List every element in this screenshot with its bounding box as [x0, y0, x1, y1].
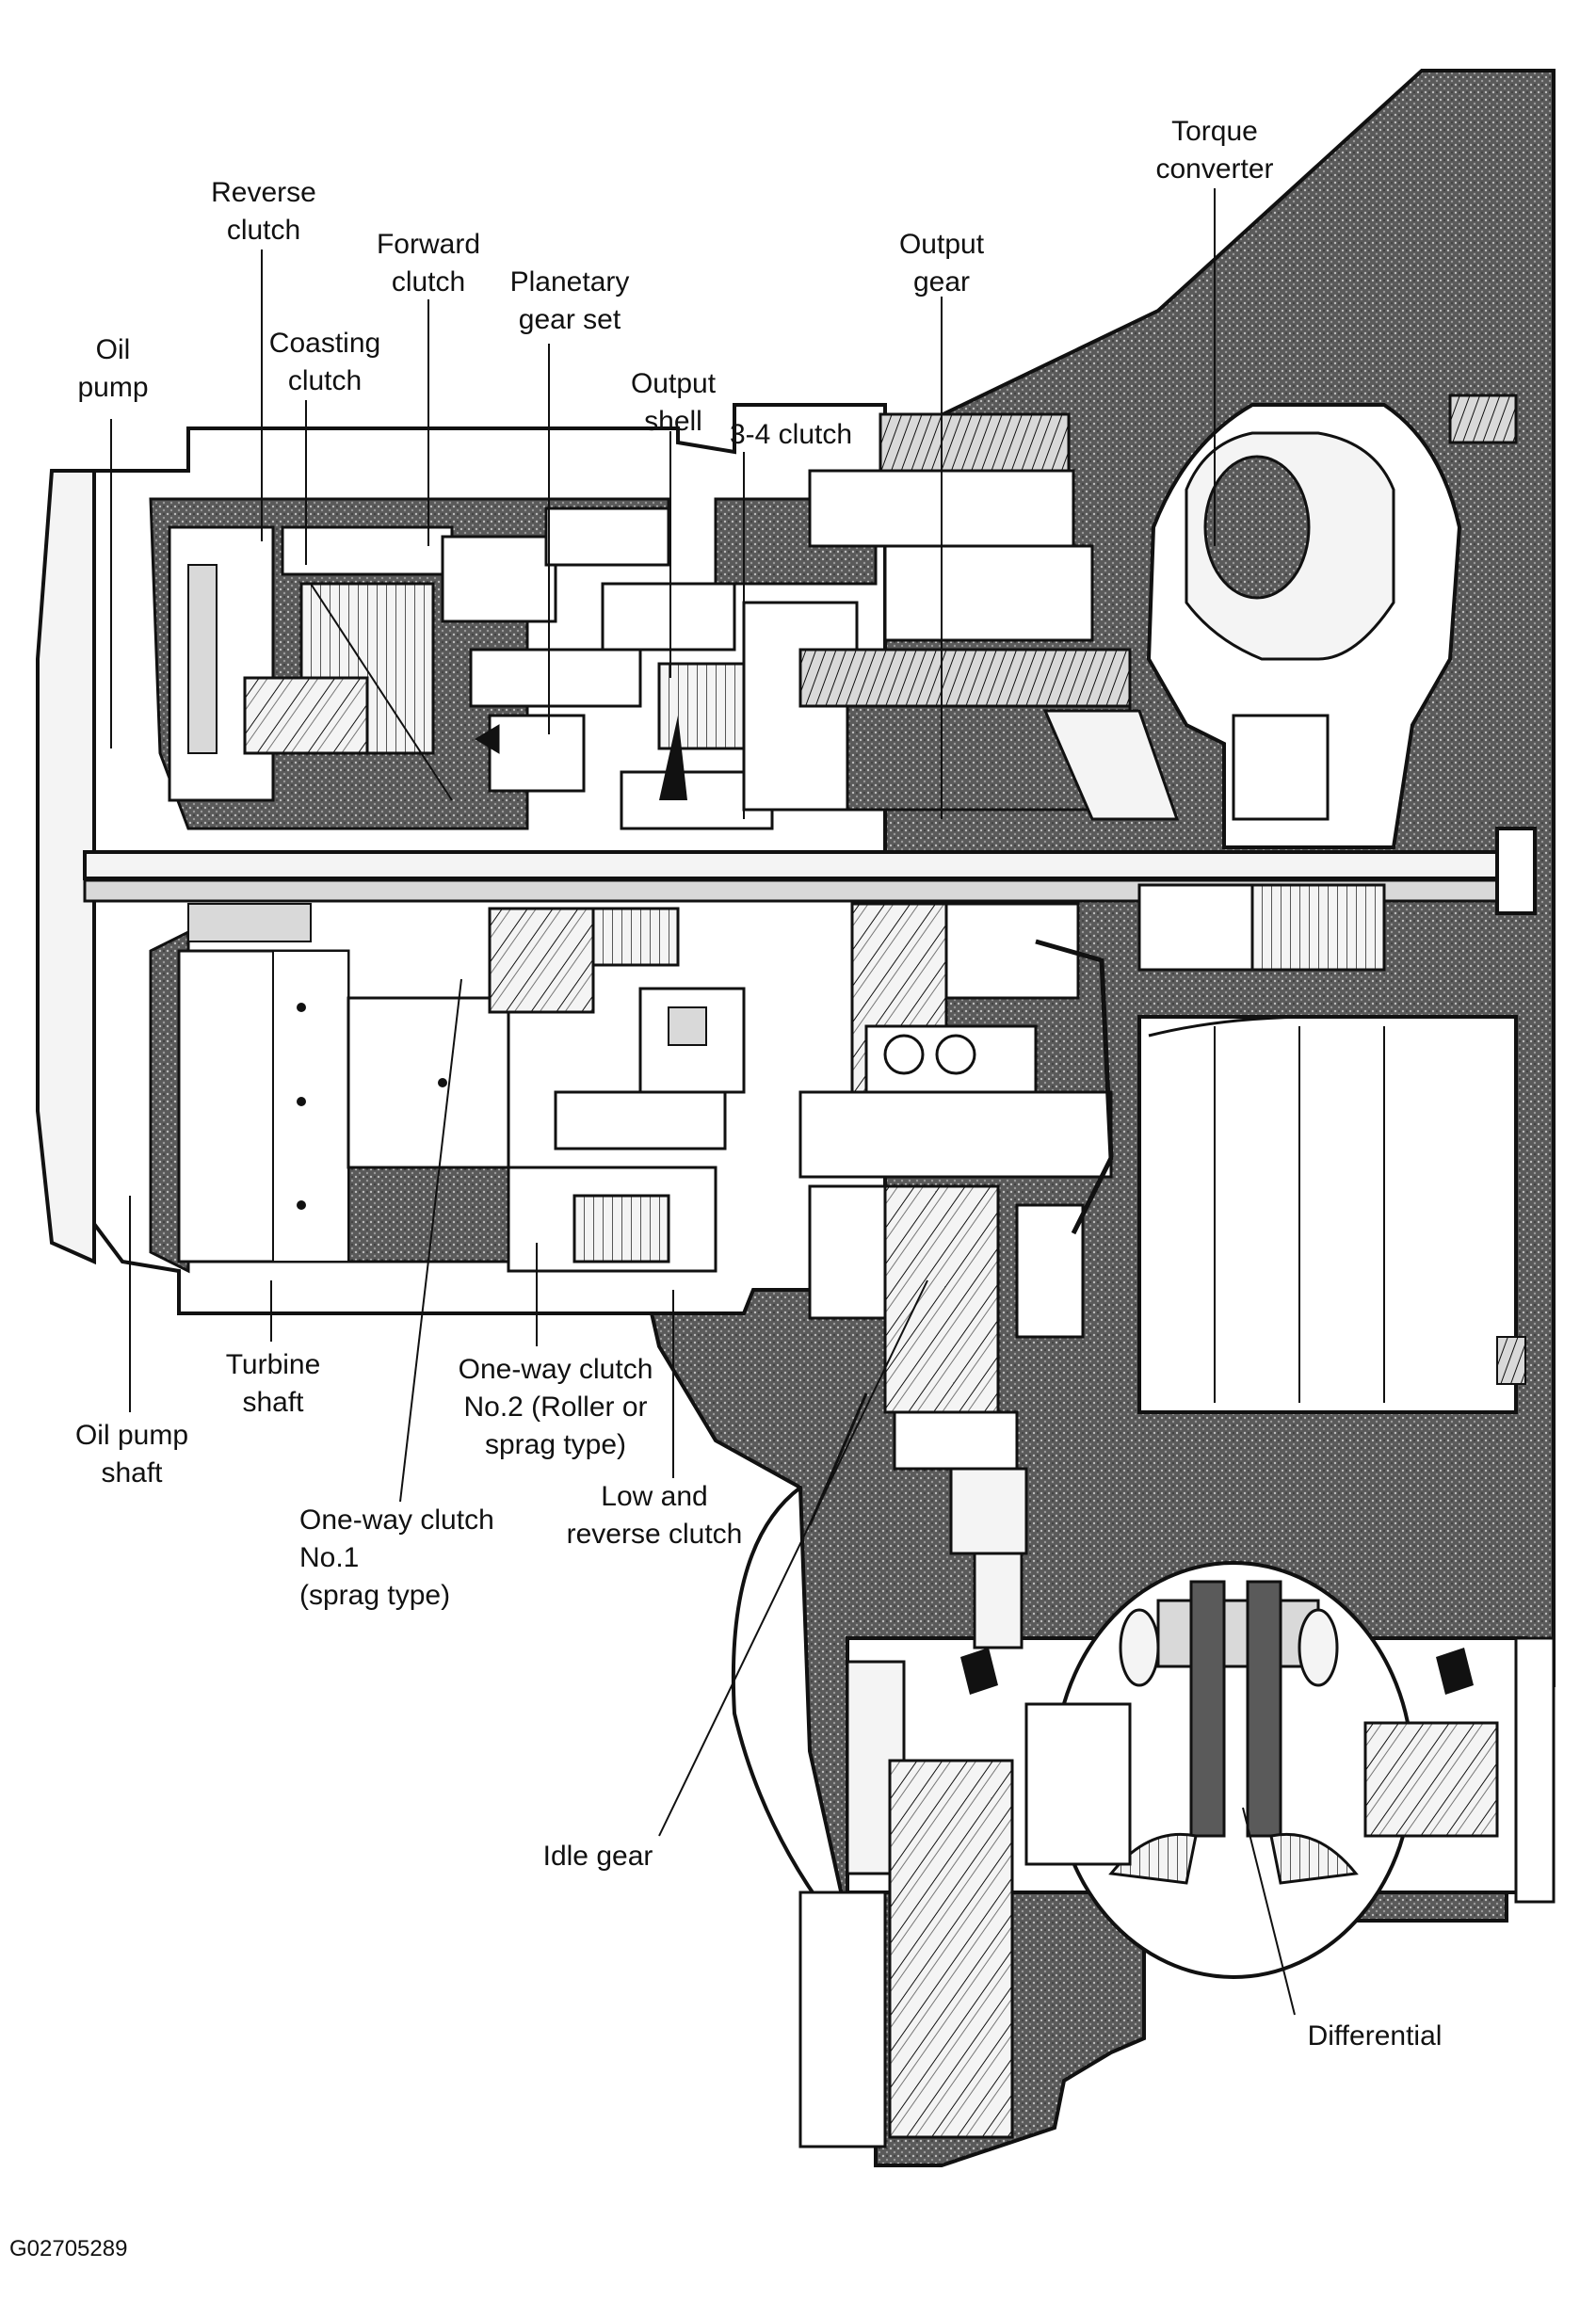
label-differential: Differential: [1307, 2020, 1443, 2052]
label-idle-gear: Idle gear: [542, 1841, 653, 1872]
leader-differential: [1242, 1807, 1296, 2016]
label-oil-pump: Oil pump: [77, 334, 149, 403]
lower-drum-casting: [347, 1156, 510, 1263]
label-torque-converter: Torque converter: [1155, 116, 1274, 185]
label-oil-pump-shaft: Oil pump shaft: [74, 1420, 189, 1488]
pinion-shaft-left: [1189, 1580, 1226, 1838]
idle-gear-pinion: [949, 1467, 1028, 1555]
pump-cover: [36, 469, 96, 1265]
label-3-4-clutch: 3-4 clutch: [729, 419, 853, 450]
leader-idle-gear: [658, 1279, 928, 1837]
leader-lines: [110, 188, 1296, 2016]
case-flange-outline: [731, 1486, 849, 1941]
differential-assembly: [846, 1410, 1556, 2139]
output-gear-section: [798, 412, 1180, 1414]
leader-one-way-clutch-no1: [399, 978, 462, 1503]
planetary-carrier: [488, 714, 586, 793]
label-forward-clutch: Forward clutch: [376, 229, 481, 298]
label-output-shell: Output shell: [630, 368, 717, 437]
low-reverse-clutch-pack: [572, 1194, 670, 1263]
damper-spring: [1137, 883, 1254, 972]
label-turbine-shaft: Turbine shaft: [225, 1349, 321, 1418]
label-planetary-gear-set: Planetary gear set: [509, 266, 630, 335]
label-one-way-clutch-no2: One-way clutch No.2 (Roller or sprag typ…: [458, 1354, 653, 1460]
lower-planetary-gear: [488, 907, 595, 1014]
pump-gear-block: [168, 525, 275, 802]
torque-converter: [1035, 394, 1526, 1414]
lower-drum-section: [177, 903, 746, 1273]
coasting-clutch-gear: [243, 676, 369, 755]
output-gear-stud: [798, 648, 1132, 708]
label-one-way-clutch-no1: One-way clutch No.1 (sprag type): [299, 1504, 494, 1611]
output-gear-bolt: [879, 412, 1071, 473]
converter-lower: [1137, 1015, 1518, 1414]
figure-id: G02705289: [9, 2236, 128, 2261]
label-output-gear: Output gear: [898, 229, 985, 298]
idle-gear: [883, 1184, 1000, 1414]
label-coasting-clutch: Coasting clutch: [268, 328, 381, 396]
label-reverse-clutch: Reverse clutch: [211, 177, 316, 246]
turbine: [1203, 455, 1311, 600]
label-low-reverse-clutch: Low and reverse clutch: [566, 1481, 743, 1550]
pinion-shaft-right: [1246, 1580, 1282, 1838]
upper-clutch-assemblies: [168, 497, 878, 830]
ring-gear: [888, 1759, 1014, 2139]
stator: [1232, 714, 1330, 821]
